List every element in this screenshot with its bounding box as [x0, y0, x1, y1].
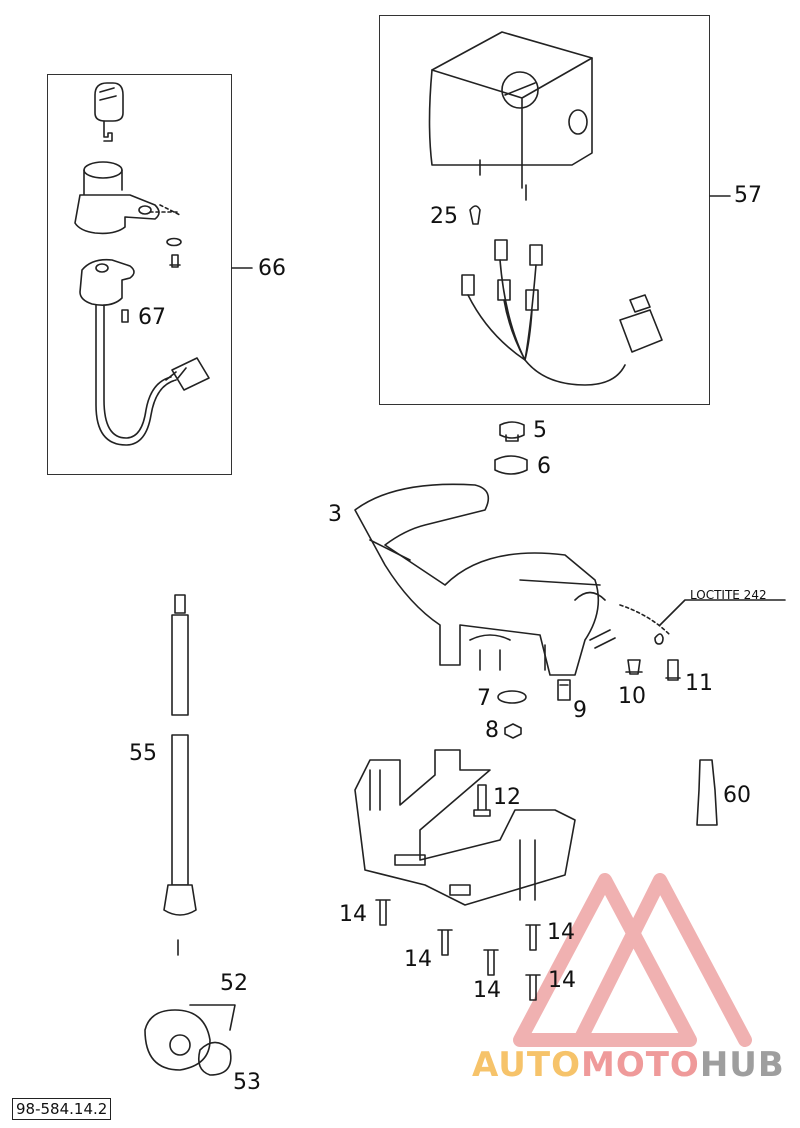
- part-label-8: 8: [485, 718, 499, 743]
- speedometer-icon: [428, 31, 593, 201]
- part-label-14d: 14: [547, 920, 575, 945]
- part-label-6: 6: [537, 454, 551, 479]
- watermark-part-3: HUB: [699, 1045, 785, 1085]
- grommet-icon: [499, 421, 525, 442]
- part-label-60: 60: [723, 783, 751, 808]
- watermark-part-2: MOTO: [580, 1045, 700, 1085]
- bolt-icon: [625, 659, 643, 675]
- loctite-tube-icon: [696, 759, 718, 826]
- key-icon: [94, 82, 124, 142]
- screw-14c-icon: [483, 949, 499, 976]
- rubber-ring-icon: [494, 455, 528, 475]
- washer-large-icon: [497, 690, 527, 704]
- speedometer-frame: [379, 15, 710, 405]
- screw-icon: [169, 254, 181, 268]
- part-label-25: 25: [430, 204, 458, 229]
- ignition-lock-frame: [47, 74, 232, 475]
- document-number: 98-584.14.2: [12, 1098, 112, 1120]
- watermark-text: AUTOMOTOHUB: [472, 1045, 785, 1085]
- part-label-14a: 14: [339, 902, 367, 927]
- part-label-14c: 14: [473, 978, 501, 1003]
- bulb-icon: [469, 205, 481, 225]
- part-label-9: 9: [573, 698, 587, 723]
- part-label-12: 12: [493, 785, 521, 810]
- screw-14b-icon: [437, 929, 453, 956]
- small-screw-icon: [121, 309, 129, 323]
- screw-14a-icon: [375, 899, 391, 926]
- drive-ring-icon: [197, 1041, 232, 1076]
- loctite-drop-icon: [654, 633, 664, 645]
- speedometer-cable-icon: [163, 594, 197, 956]
- loctite-annotation: LOCTITE 242: [690, 588, 767, 602]
- part-label-66: 66: [258, 256, 286, 281]
- speedometer-drive-icon: [144, 1004, 236, 1071]
- part-label-5: 5: [533, 418, 547, 443]
- part-label-57: 57: [734, 183, 762, 208]
- part-label-67: 67: [138, 305, 166, 330]
- nut-icon: [504, 723, 522, 739]
- screw-14e-icon: [525, 974, 541, 1001]
- part-label-14b: 14: [404, 947, 432, 972]
- watermark-part-1: AUTO: [472, 1045, 581, 1085]
- part-label-53: 53: [233, 1070, 261, 1095]
- part-label-10: 10: [618, 684, 646, 709]
- bolt-12-icon: [473, 784, 491, 817]
- part-label-52: 52: [220, 971, 248, 996]
- part-label-11: 11: [685, 671, 713, 696]
- ignition-switch-icon: [79, 258, 210, 446]
- clip-nut-icon: [557, 679, 571, 701]
- part-label-14e: 14: [548, 968, 576, 993]
- washer-icon: [166, 237, 182, 247]
- part-label-55: 55: [129, 741, 157, 766]
- part-label-7: 7: [477, 686, 491, 711]
- lower-bracket-icon: [354, 749, 576, 906]
- part-label-3: 3: [328, 502, 342, 527]
- bolt-long-icon: [665, 659, 681, 681]
- watermark-logo-icon: [513, 873, 752, 1047]
- instrument-bracket-icon: [354, 483, 616, 676]
- screw-14d-icon: [525, 924, 541, 951]
- wiring-harness-icon: [461, 239, 663, 386]
- ignition-lock-body-icon: [74, 161, 181, 235]
